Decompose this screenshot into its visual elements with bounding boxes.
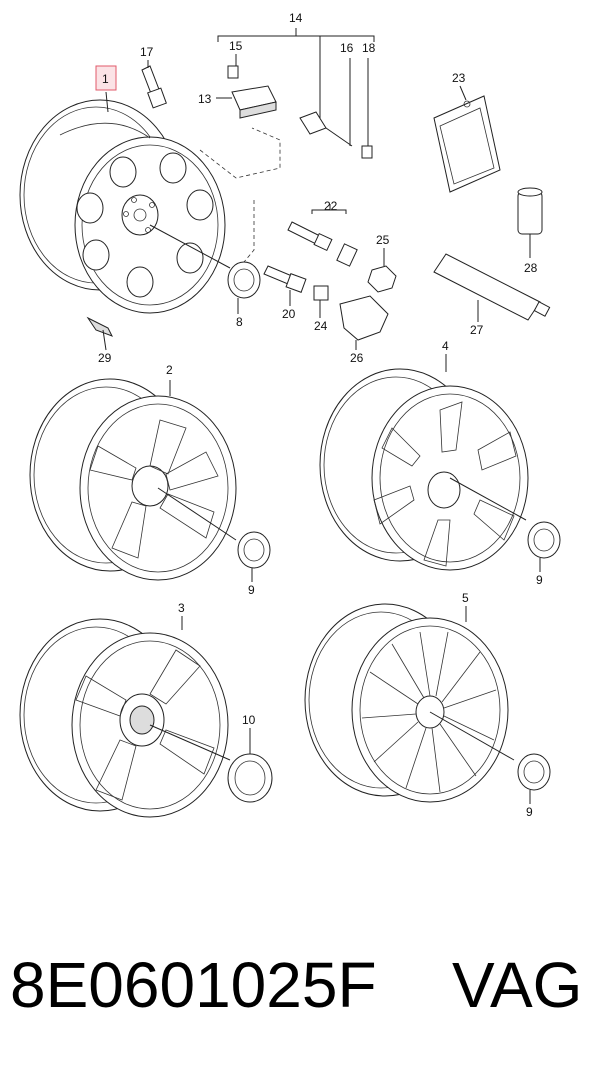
callout-10[interactable]: 10 [242,713,256,727]
callout-9b[interactable]: 9 [536,573,543,587]
part-25-nut [367,248,397,293]
callout-8[interactable]: 8 [236,315,243,329]
highlighted-callout-box [95,65,117,91]
part-24-sleeve [313,285,329,318]
callout-13[interactable]: 13 [198,92,212,106]
callout-16[interactable]: 16 [340,41,354,55]
callout-15[interactable]: 15 [229,39,243,53]
part-16-valve-stem [299,111,373,159]
wheel-4 [319,354,529,571]
callout-2[interactable]: 2 [166,363,173,377]
part-26-key [339,295,389,350]
callout-1[interactable]: 1 [102,72,109,86]
callout-23[interactable]: 23 [452,71,466,85]
part-27-tube [433,253,551,322]
callout-18[interactable]: 18 [362,41,376,55]
wheel-2 [29,378,237,581]
part-9-cap-b [527,521,561,572]
wheel-1 [19,99,226,314]
part-22-bolts [287,204,358,267]
callout-27[interactable]: 27 [470,323,484,337]
callout-4[interactable]: 4 [442,339,449,353]
callout-29[interactable]: 29 [98,351,112,365]
part-13-sensor [216,54,277,119]
part-28-cylinder [517,187,543,258]
callout-28[interactable]: 28 [524,261,538,275]
part-9-cap-a [237,531,271,582]
callout-24[interactable]: 24 [314,319,328,333]
wheel-5 [304,603,515,803]
wheel-parts-diagram: 1 2 3 4 5 8 9 9 9 10 13 14 15 16 17 18 2… [19,11,561,819]
part-20-bolt [263,265,307,306]
part-8-cap [227,261,261,314]
callout-14[interactable]: 14 [289,11,303,25]
callout-17[interactable]: 17 [140,45,154,59]
brand-name: VAG [452,949,583,1021]
part-10-cap [227,728,273,803]
callout-26[interactable]: 26 [350,351,364,365]
callout-25[interactable]: 25 [376,233,390,247]
part-29 [86,316,114,351]
part-9-cap-c [517,753,551,804]
part-number: 8E0601025F [10,949,377,1021]
callout-9a[interactable]: 9 [248,583,255,597]
callout-3[interactable]: 3 [178,601,185,615]
part-17-valve [141,60,167,109]
callout-9c[interactable]: 9 [526,805,533,819]
wheel-3 [19,616,231,818]
callout-5[interactable]: 5 [462,591,469,605]
callout-22[interactable]: 22 [324,199,338,213]
part-23-kit [433,85,501,193]
callout-20[interactable]: 20 [282,307,296,321]
footer: 8E0601025F VAG [0,935,600,1035]
